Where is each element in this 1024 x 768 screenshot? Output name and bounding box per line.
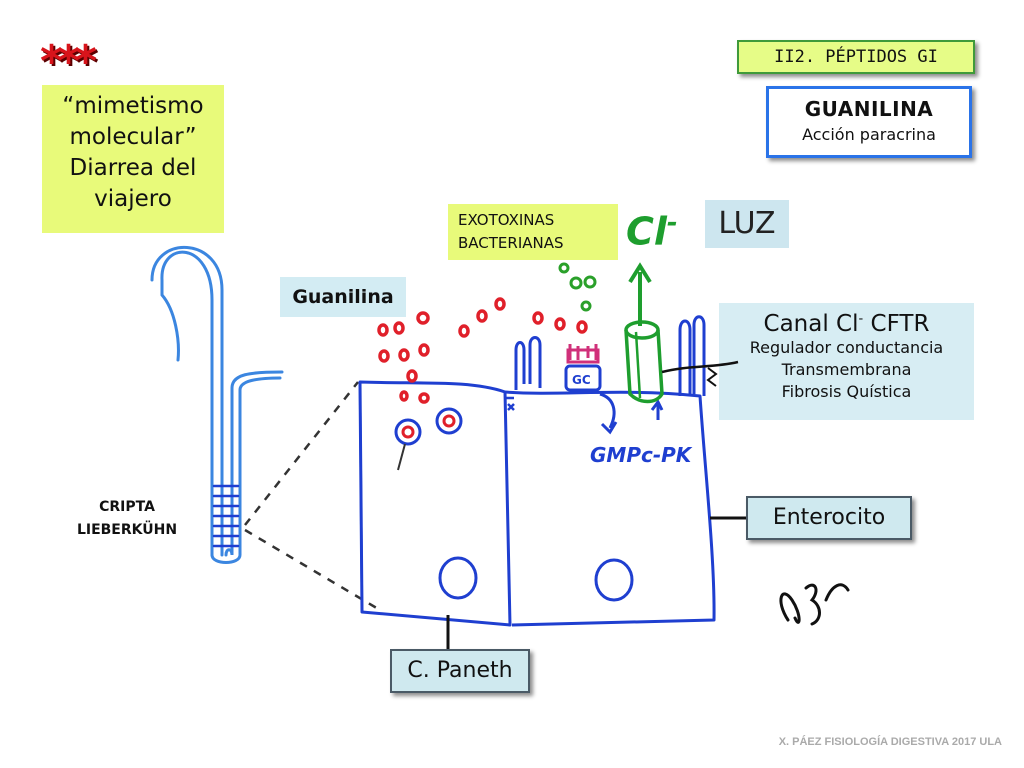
gc-label: GC (572, 373, 591, 387)
paneth-granules (394, 407, 463, 471)
paneth-label: C. Paneth (390, 649, 530, 693)
luz-label: LUZ (705, 200, 789, 248)
cell-nuclei (438, 556, 634, 602)
pathway-label: GMPc-PK (590, 443, 693, 467)
cripta-line-1: CRIPTA (99, 499, 155, 515)
chloride-symbol: Cl (626, 209, 667, 254)
handwritten-squiggle (779, 583, 850, 626)
cftr-pointer (661, 360, 739, 374)
microvilli (514, 315, 706, 396)
mimetismo-line-4: viajero (94, 186, 172, 212)
pathway-arrow (650, 399, 664, 420)
cftr-channel-box: Canal Cl- CFTR Regulador conductancia Tr… (719, 303, 974, 420)
section-tag: II2. PÉPTIDOS GI (737, 40, 975, 74)
guanilina-granules (377, 297, 588, 404)
cripta-label: CRIPTA LIEBERKÜHN (62, 496, 192, 542)
guanilina-title-box: GUANILINA Acción paracrina (766, 86, 972, 158)
chloride-charge: - (666, 208, 678, 238)
cftr-title-start: Canal Cl (763, 311, 859, 337)
mimetismo-line-2: molecular” (69, 124, 197, 150)
gc-arrow (599, 392, 616, 429)
cripta-line-2: LIEBERKÜHN (76, 522, 178, 538)
stars-decoration: *** (40, 36, 97, 87)
chloride-ion-label: Cl- (626, 208, 678, 254)
exotoxinas-line-1: EXOTOXINAS (458, 211, 555, 229)
exotoxinas-label: EXOTOXINAS BACTERIANAS (448, 204, 618, 260)
cell-outlines (358, 380, 716, 627)
cftr-line-1: Regulador conductancia (749, 338, 944, 357)
mimetismo-note: “mimetismo molecular” Diarrea del viajer… (42, 85, 224, 233)
tight-junction-marker (506, 396, 515, 411)
cftr-title: Canal Cl- CFTR (719, 311, 974, 337)
guanilina-tag: Guanilina (280, 277, 406, 317)
crypt-drawing (150, 246, 284, 564)
guanilina-title: GUANILINA (804, 97, 934, 121)
cftr-title-end: CFTR (863, 311, 930, 337)
cftr-line-2: Transmembrana (781, 360, 912, 379)
cftr-title-charge: - (858, 311, 864, 327)
zoom-lines (244, 381, 381, 612)
toxin-granules (558, 262, 597, 312)
mimetismo-line-1: “mimetismo (62, 93, 204, 119)
enterocito-label: Enterocito (746, 496, 912, 540)
cftr-line-3: Fibrosis Quística (781, 382, 912, 401)
guanilina-subtitle: Acción paracrina (802, 125, 936, 144)
footer-credit: X. PÁEZ FISIOLOGÍA DIGESTIVA 2017 ULA (778, 736, 1002, 748)
exotoxinas-line-2: BACTERIANAS (458, 234, 564, 252)
cftr-channel (624, 320, 664, 404)
mimetismo-line-3: Diarrea del (69, 155, 197, 181)
gc-receptor (564, 344, 602, 392)
